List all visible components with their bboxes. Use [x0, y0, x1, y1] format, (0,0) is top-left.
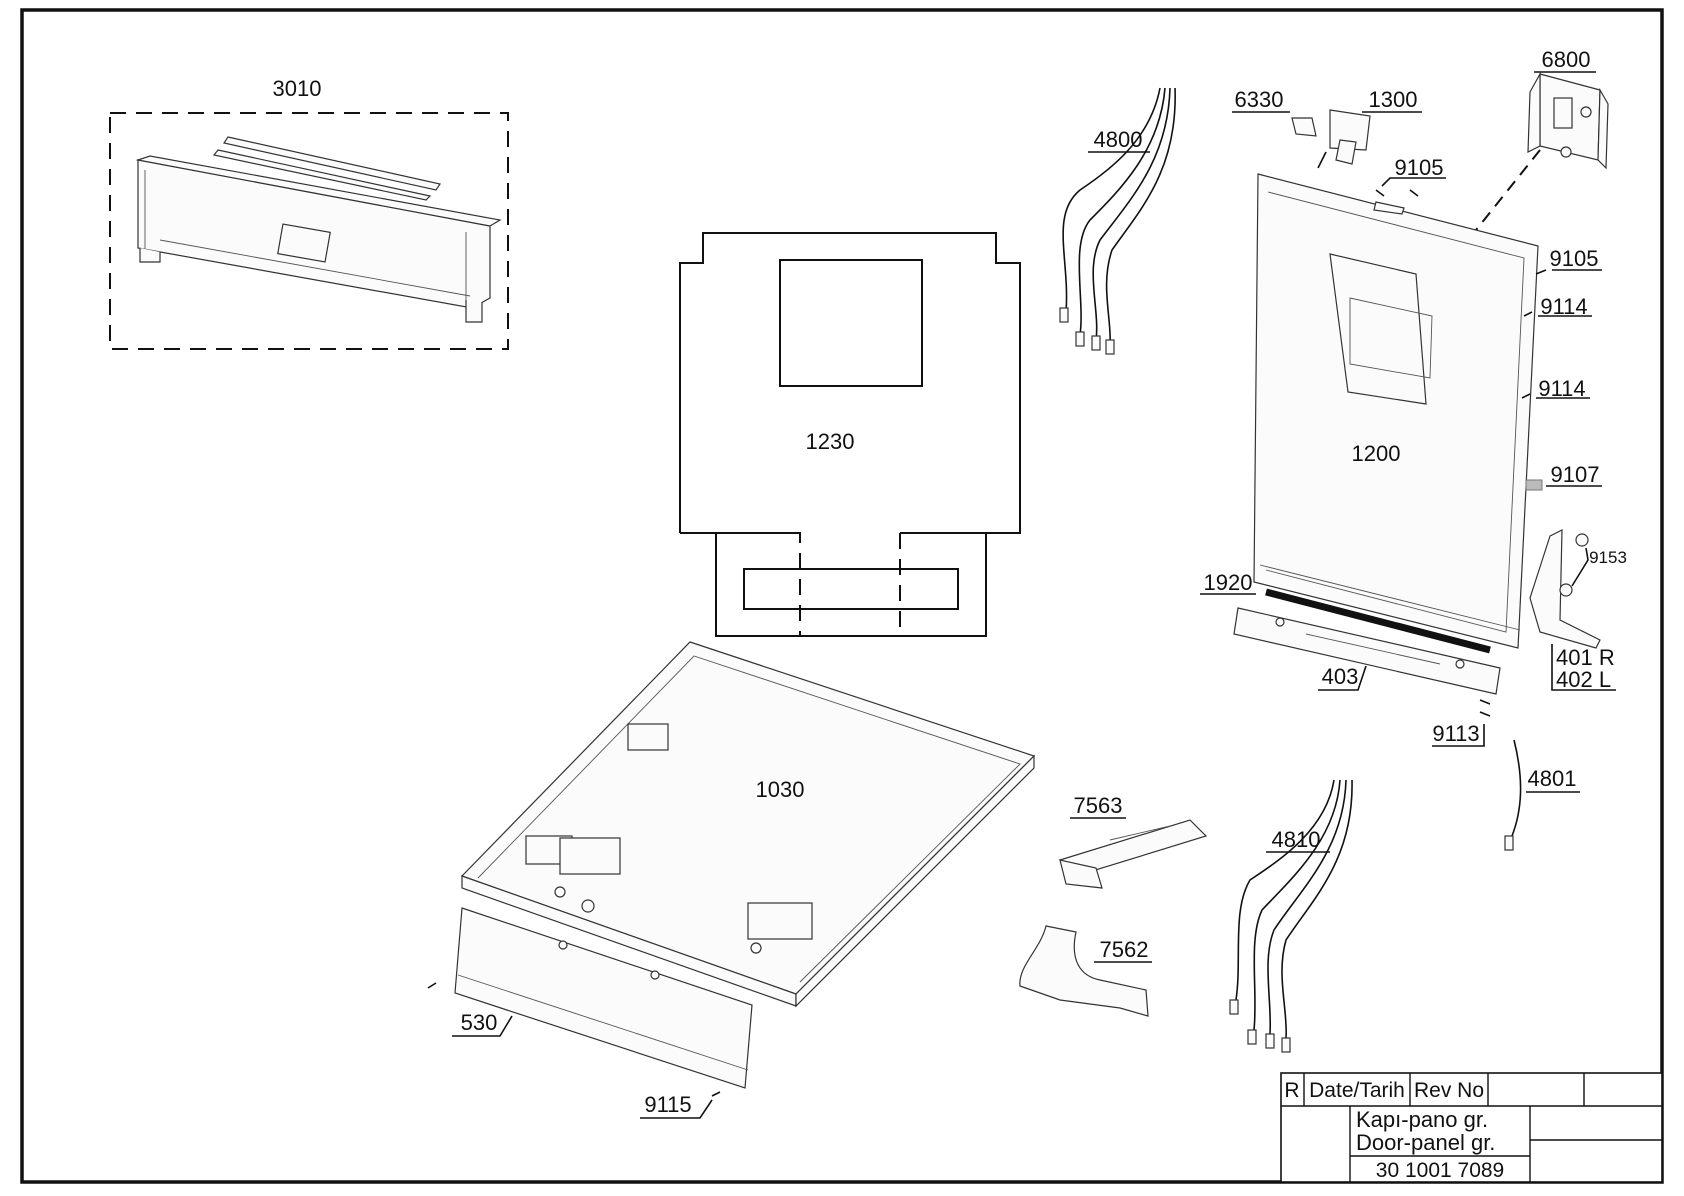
part-401-402-hinge [1529, 529, 1601, 649]
leader-401-402 [1551, 644, 1616, 691]
callout-530: 530 [461, 1010, 498, 1035]
callout-403: 403 [1322, 664, 1359, 689]
callout-6330: 6330 [1235, 87, 1284, 112]
part-1300-door-lock [1291, 109, 1371, 169]
callout-4810: 4810 [1272, 827, 1321, 852]
title-block [1280, 1072, 1663, 1183]
part-1230-insulation [679, 232, 1021, 637]
title-block-r: R [1284, 1079, 1299, 1102]
title-block-title-tr: Kapı-pano gr. [1356, 1107, 1488, 1132]
sheet-border [20, 8, 1664, 1184]
part-7562-duct [1019, 925, 1149, 1017]
part-3010-control-panel [109, 112, 509, 350]
part-530-bottom-strip [427, 907, 753, 1089]
part-403-bottom-profile [1233, 607, 1501, 695]
leader-9115 [640, 1099, 713, 1119]
part-7563-bracket [1058, 819, 1208, 889]
part-1920-gasket [1265, 588, 1491, 654]
callout-9105b: 9105 [1550, 246, 1599, 271]
callout-1920: 1920 [1204, 570, 1253, 595]
title-block-title-en: Door-panel gr. [1356, 1130, 1495, 1155]
part-1200-inner-door [1253, 173, 1539, 649]
part-4801-wire [1511, 739, 1522, 837]
callout-4800: 4800 [1094, 127, 1143, 152]
callout-3010: 3010 [273, 76, 322, 101]
callout-9105a: 9105 [1395, 155, 1444, 180]
title-block-rev: Rev No [1414, 1079, 1484, 1102]
callout-402: 402 L [1556, 667, 1611, 692]
part-4810-cable-harness [1229, 779, 1353, 1053]
callout-9153: 9153 [1589, 548, 1627, 567]
callout-9113: 9113 [1432, 721, 1479, 746]
leader-9153 [1571, 547, 1589, 587]
callout-1300: 1300 [1369, 87, 1418, 112]
callout-7563: 7563 [1074, 793, 1123, 818]
callout-1230: 1230 [806, 429, 855, 454]
title-block-doc-number: 30 1001 7089 [1376, 1159, 1504, 1182]
title-block-date: Date/Tarih [1309, 1079, 1405, 1102]
part-6800-detergent-dispenser [1527, 71, 1609, 170]
leader-530 [452, 1015, 513, 1037]
callout-9115: 9115 [644, 1092, 691, 1117]
callout-4801: 4801 [1528, 766, 1577, 791]
part-4800-cable-harness [1059, 87, 1176, 355]
callout-7562: 7562 [1100, 937, 1149, 962]
leader-9105a [1381, 177, 1446, 187]
callout-9114a: 9114 [1540, 294, 1587, 319]
callout-9114b: 9114 [1538, 376, 1585, 401]
callout-1030: 1030 [756, 777, 805, 802]
callout-6800: 6800 [1542, 47, 1591, 72]
callout-1200: 1200 [1352, 441, 1401, 466]
leader-403 [1318, 665, 1367, 691]
leader-9113 [1432, 724, 1485, 747]
part-1030-outer-door [460, 641, 1036, 1008]
callout-401: 401 R [1556, 645, 1615, 670]
callout-9107: 9107 [1551, 462, 1600, 487]
